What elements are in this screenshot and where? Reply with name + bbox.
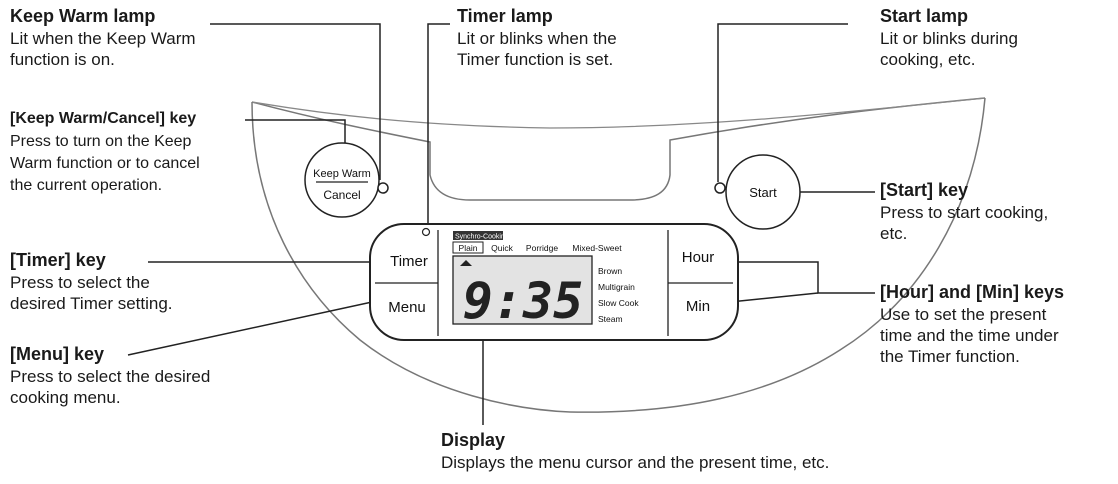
menu-key-title: [Menu] key (10, 344, 105, 364)
keep-warm-cancel-key-desc-3: the current operation. (10, 177, 163, 194)
leader-lines (127, 23, 875, 425)
cooker-lid-curve (251, 97, 986, 129)
hour-min-keys-title: [Hour] and [Min] keys (880, 282, 1065, 302)
hour-min-keys-desc-1: Use to set the present (880, 305, 1047, 324)
menu-mixed-sweet: Mixed-Sweet (572, 243, 622, 253)
menu-plain-box (452, 241, 484, 254)
leader-hour-key (730, 261, 875, 294)
timer-key-desc-1: Press to select the (10, 273, 150, 292)
menu-key-label: Menu (388, 299, 426, 316)
start-lamp-title: Start lamp (880, 6, 969, 26)
start-key-title: [Start] key (880, 180, 969, 200)
keep-warm-key-label: Keep Warm (313, 168, 371, 180)
start-key-callout: [Start] key Press to start cooking, etc. (880, 180, 1048, 244)
menu-slow-cook: Slow Cook (598, 298, 639, 308)
leader-start-lamp (717, 23, 848, 182)
start-key-desc-2: etc. (880, 224, 908, 243)
display-area: Synchro-Cooking Plain Quick Porridge Mix… (452, 231, 639, 330)
leader-timer-lamp (427, 23, 450, 230)
leader-keep-warm-cancel-key (245, 119, 346, 145)
timer-lamp-desc-1: Lit or blinks when the (457, 29, 617, 48)
menu-plain: Plain (459, 243, 478, 253)
synchro-cooking-badge (453, 231, 503, 240)
keep-warm-cancel-key[interactable] (304, 142, 380, 218)
hour-min-keys-desc-2: time and the time under (880, 326, 1059, 345)
timer-lamp (421, 227, 431, 237)
leader-min-key (729, 292, 819, 303)
keep-warm-lamp-desc-2: function is on. (10, 50, 115, 69)
min-key-label: Min (686, 298, 710, 315)
lcd-time: 9:35 (463, 272, 583, 330)
timer-key-desc-2: desired Timer setting. (10, 294, 173, 313)
menu-porridge: Porridge (526, 243, 558, 253)
menu-key-callout: [Menu] key Press to select the desired c… (10, 344, 210, 408)
start-lamp-desc-2: cooking, etc. (880, 50, 976, 69)
start-lamp-desc-1: Lit or blinks during (880, 29, 1018, 48)
keep-warm-cancel-key-callout: [Keep Warm/Cancel] key Press to turn on … (10, 108, 200, 197)
start-key-label: Start (749, 185, 777, 200)
synchro-cooking-label: Synchro-Cooking (455, 234, 509, 241)
keep-warm-lamp (377, 182, 389, 194)
timer-key-label: Timer (390, 253, 428, 270)
cancel-key-label: Cancel (323, 188, 360, 202)
timer-key-callout: [Timer] key Press to select the desired … (10, 250, 173, 314)
leader-menu-key (127, 301, 373, 356)
hour-min-keys-desc-3: the Timer function. (880, 347, 1020, 366)
lcd-screen (452, 255, 593, 325)
timer-key-title: [Timer] key (10, 250, 106, 270)
menu-key-desc-2: cooking menu. (10, 388, 121, 407)
start-key-desc-1: Press to start cooking, (880, 203, 1049, 222)
menu-multigrain: Multigrain (598, 282, 635, 292)
panel-face-outline (251, 97, 986, 413)
display-desc-1: Displays the menu cursor and the present… (441, 453, 830, 472)
timer-lamp-title: Timer lamp (457, 6, 553, 26)
timer-lamp-desc-2: Timer function is set. (457, 50, 614, 69)
keep-warm-lamp-desc-1: Lit when the Keep Warm (10, 29, 196, 48)
display-title: Display (441, 430, 506, 450)
start-lamp-callout: Start lamp Lit or blinks during cooking,… (880, 6, 1018, 70)
keep-warm-cancel-key-desc-1: Press to turn on the Keep (10, 133, 192, 150)
menu-quick: Quick (491, 243, 513, 253)
menu-cursor-icon (460, 260, 472, 266)
keep-warm-cancel-key-title: [Keep Warm/Cancel] key (10, 110, 197, 127)
menu-steam: Steam (598, 314, 623, 324)
menu-brown: Brown (598, 266, 622, 276)
keep-warm-lamp-title: Keep Warm lamp (10, 6, 156, 26)
start-key[interactable] (725, 154, 801, 230)
menu-key-desc-1: Press to select the desired (10, 367, 211, 386)
cooker-body-outline (251, 97, 986, 201)
start-lamp (714, 182, 726, 194)
timer-lamp-callout: Timer lamp Lit or blinks when the Timer … (457, 6, 617, 70)
hour-key-label: Hour (682, 249, 715, 266)
hour-min-keys-callout: [Hour] and [Min] keys Use to set the pre… (880, 282, 1064, 367)
keep-warm-lamp-callout: Keep Warm lamp Lit when the Keep Warm fu… (10, 6, 196, 70)
keep-warm-cancel-key-desc-2: Warm function or to cancel (10, 155, 200, 172)
display-callout: Display Displays the menu cursor and the… (441, 430, 829, 473)
leader-keep-warm-lamp (210, 23, 381, 180)
